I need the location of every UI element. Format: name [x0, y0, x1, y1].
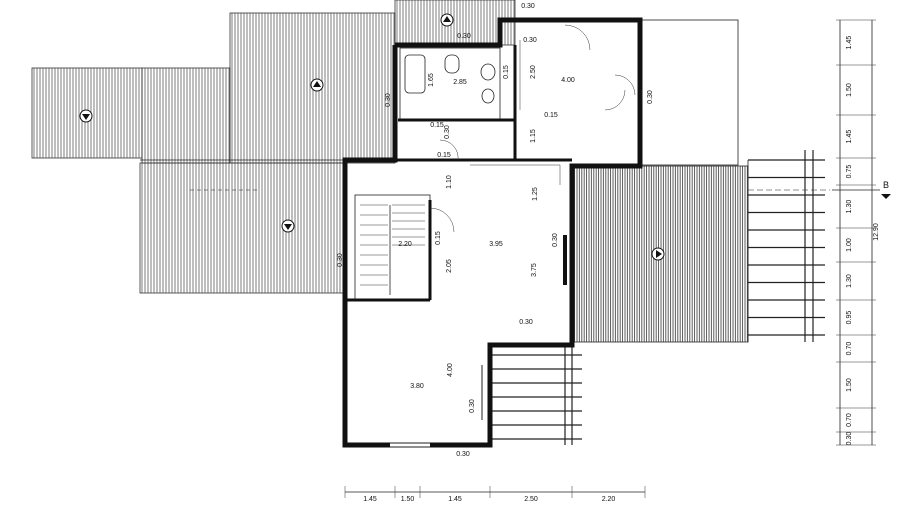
dim-living-height: 3.75 — [531, 263, 538, 277]
section-arrow-icon — [881, 194, 891, 199]
pergola-lower — [489, 345, 582, 445]
right-dim-label: 1.30 — [846, 274, 853, 288]
roof-lower-left — [139, 162, 346, 294]
dim-corr-c: 1.15 — [530, 129, 537, 143]
right-total-dim: 12.90 — [873, 223, 880, 241]
dim-upper-wall-b: 0.30 — [523, 37, 537, 44]
dim-hall-jamb: 1.25 — [532, 187, 539, 201]
slope-arrow-icon — [310, 78, 324, 92]
dim-bath-wall: 0.30 — [385, 93, 392, 107]
dim-stair-gap: 0.15 — [435, 231, 442, 245]
open-court — [639, 19, 739, 166]
right-dim-label: 0.70 — [846, 413, 853, 427]
bidet — [481, 88, 495, 104]
dim-stair-width: 2.20 — [398, 241, 412, 248]
section-marker: B — [832, 180, 891, 199]
slope-arrow-icon — [651, 247, 665, 261]
dim-corr-a: 0.30 — [444, 125, 451, 139]
door-swings — [429, 24, 636, 233]
dim-living-width: 3.95 — [489, 241, 503, 248]
pergola-right — [747, 150, 825, 342]
roof-top — [394, 0, 516, 46]
right-dim-label: 1.50 — [846, 378, 853, 392]
toilet — [444, 54, 460, 74]
dim-lower-height: 4.00 — [447, 363, 454, 377]
right-dim-label: 0.30 — [846, 432, 853, 446]
dim-corr-d: 0.15 — [437, 152, 451, 159]
dim-corr-b: 0.15 — [430, 122, 444, 129]
right-dim-label: 1.30 — [846, 200, 853, 214]
stairs — [360, 204, 425, 295]
bathroom-walls — [399, 47, 501, 121]
dim-bed-sep: 0.15 — [544, 112, 558, 119]
bottom-dim-label: 1.45 — [363, 496, 377, 503]
dim-lower-wall: 0.30 — [519, 319, 533, 326]
right-dimension-chain: 1.45 1.50 1.45 0.75 1.30 1.00 1.30 0.95 0.70 1.50… — [836, 19, 880, 446]
dim-lower-side: 0.30 — [469, 399, 476, 413]
bathtub — [404, 54, 426, 94]
right-dim-label: 1.45 — [846, 130, 853, 144]
section-label: B — [883, 180, 889, 190]
dim-lower-bottom: 0.30 — [456, 451, 470, 458]
dim-bath-height: 1.65 — [428, 73, 435, 87]
slope-arrow-icon — [440, 13, 454, 27]
right-dim-label: 0.70 — [846, 342, 853, 356]
dim-lower-width: 3.80 — [410, 383, 424, 390]
roof-slope-arrows — [79, 13, 665, 261]
dim-living-wall: 0.30 — [552, 233, 559, 247]
dim-bed-right: 0.30 — [647, 90, 654, 104]
walls — [342, 17, 643, 448]
bath-fixtures — [404, 54, 496, 104]
right-dim-label: 1.00 — [846, 238, 853, 252]
dim-upper-wall-a: 0.30 — [457, 33, 471, 40]
bottom-dim-label: 1.45 — [448, 496, 462, 503]
dim-top-small: 0.30 — [521, 3, 535, 10]
roof-connector — [141, 67, 231, 164]
dim-hall-height: 1.10 — [446, 175, 453, 189]
dim-bed-width: 4.00 — [561, 77, 575, 84]
dim-stair-wall: 0.30 — [337, 253, 344, 267]
slope-arrow-icon — [79, 109, 93, 123]
bottom-dim-label: 2.50 — [524, 496, 538, 503]
dim-bed-height: 2.50 — [530, 65, 537, 79]
right-dim-label: 1.50 — [846, 83, 853, 97]
bottom-dimension-chain: 1.45 1.50 1.45 2.50 2.20 — [344, 486, 646, 503]
roof-planes — [31, 0, 516, 294]
dim-bath-width: 2.85 — [453, 79, 467, 86]
sink — [480, 63, 496, 81]
room-dimensions: 2.85 1.65 4.00 2.50 0.15 0.30 0.30 0.30 … — [337, 3, 654, 458]
dim-bed-gap: 0.15 — [503, 65, 510, 79]
right-dim-label: 1.45 — [846, 36, 853, 50]
bottom-dim-label: 1.50 — [401, 496, 415, 503]
dim-living-vertical: 2.05 — [446, 259, 453, 273]
stairwell-walls — [354, 194, 431, 301]
right-dim-label: 0.75 — [846, 165, 853, 179]
right-dim-label: 0.95 — [846, 311, 853, 325]
bottom-dim-label: 2.20 — [602, 496, 616, 503]
slope-arrow-icon — [281, 219, 295, 233]
